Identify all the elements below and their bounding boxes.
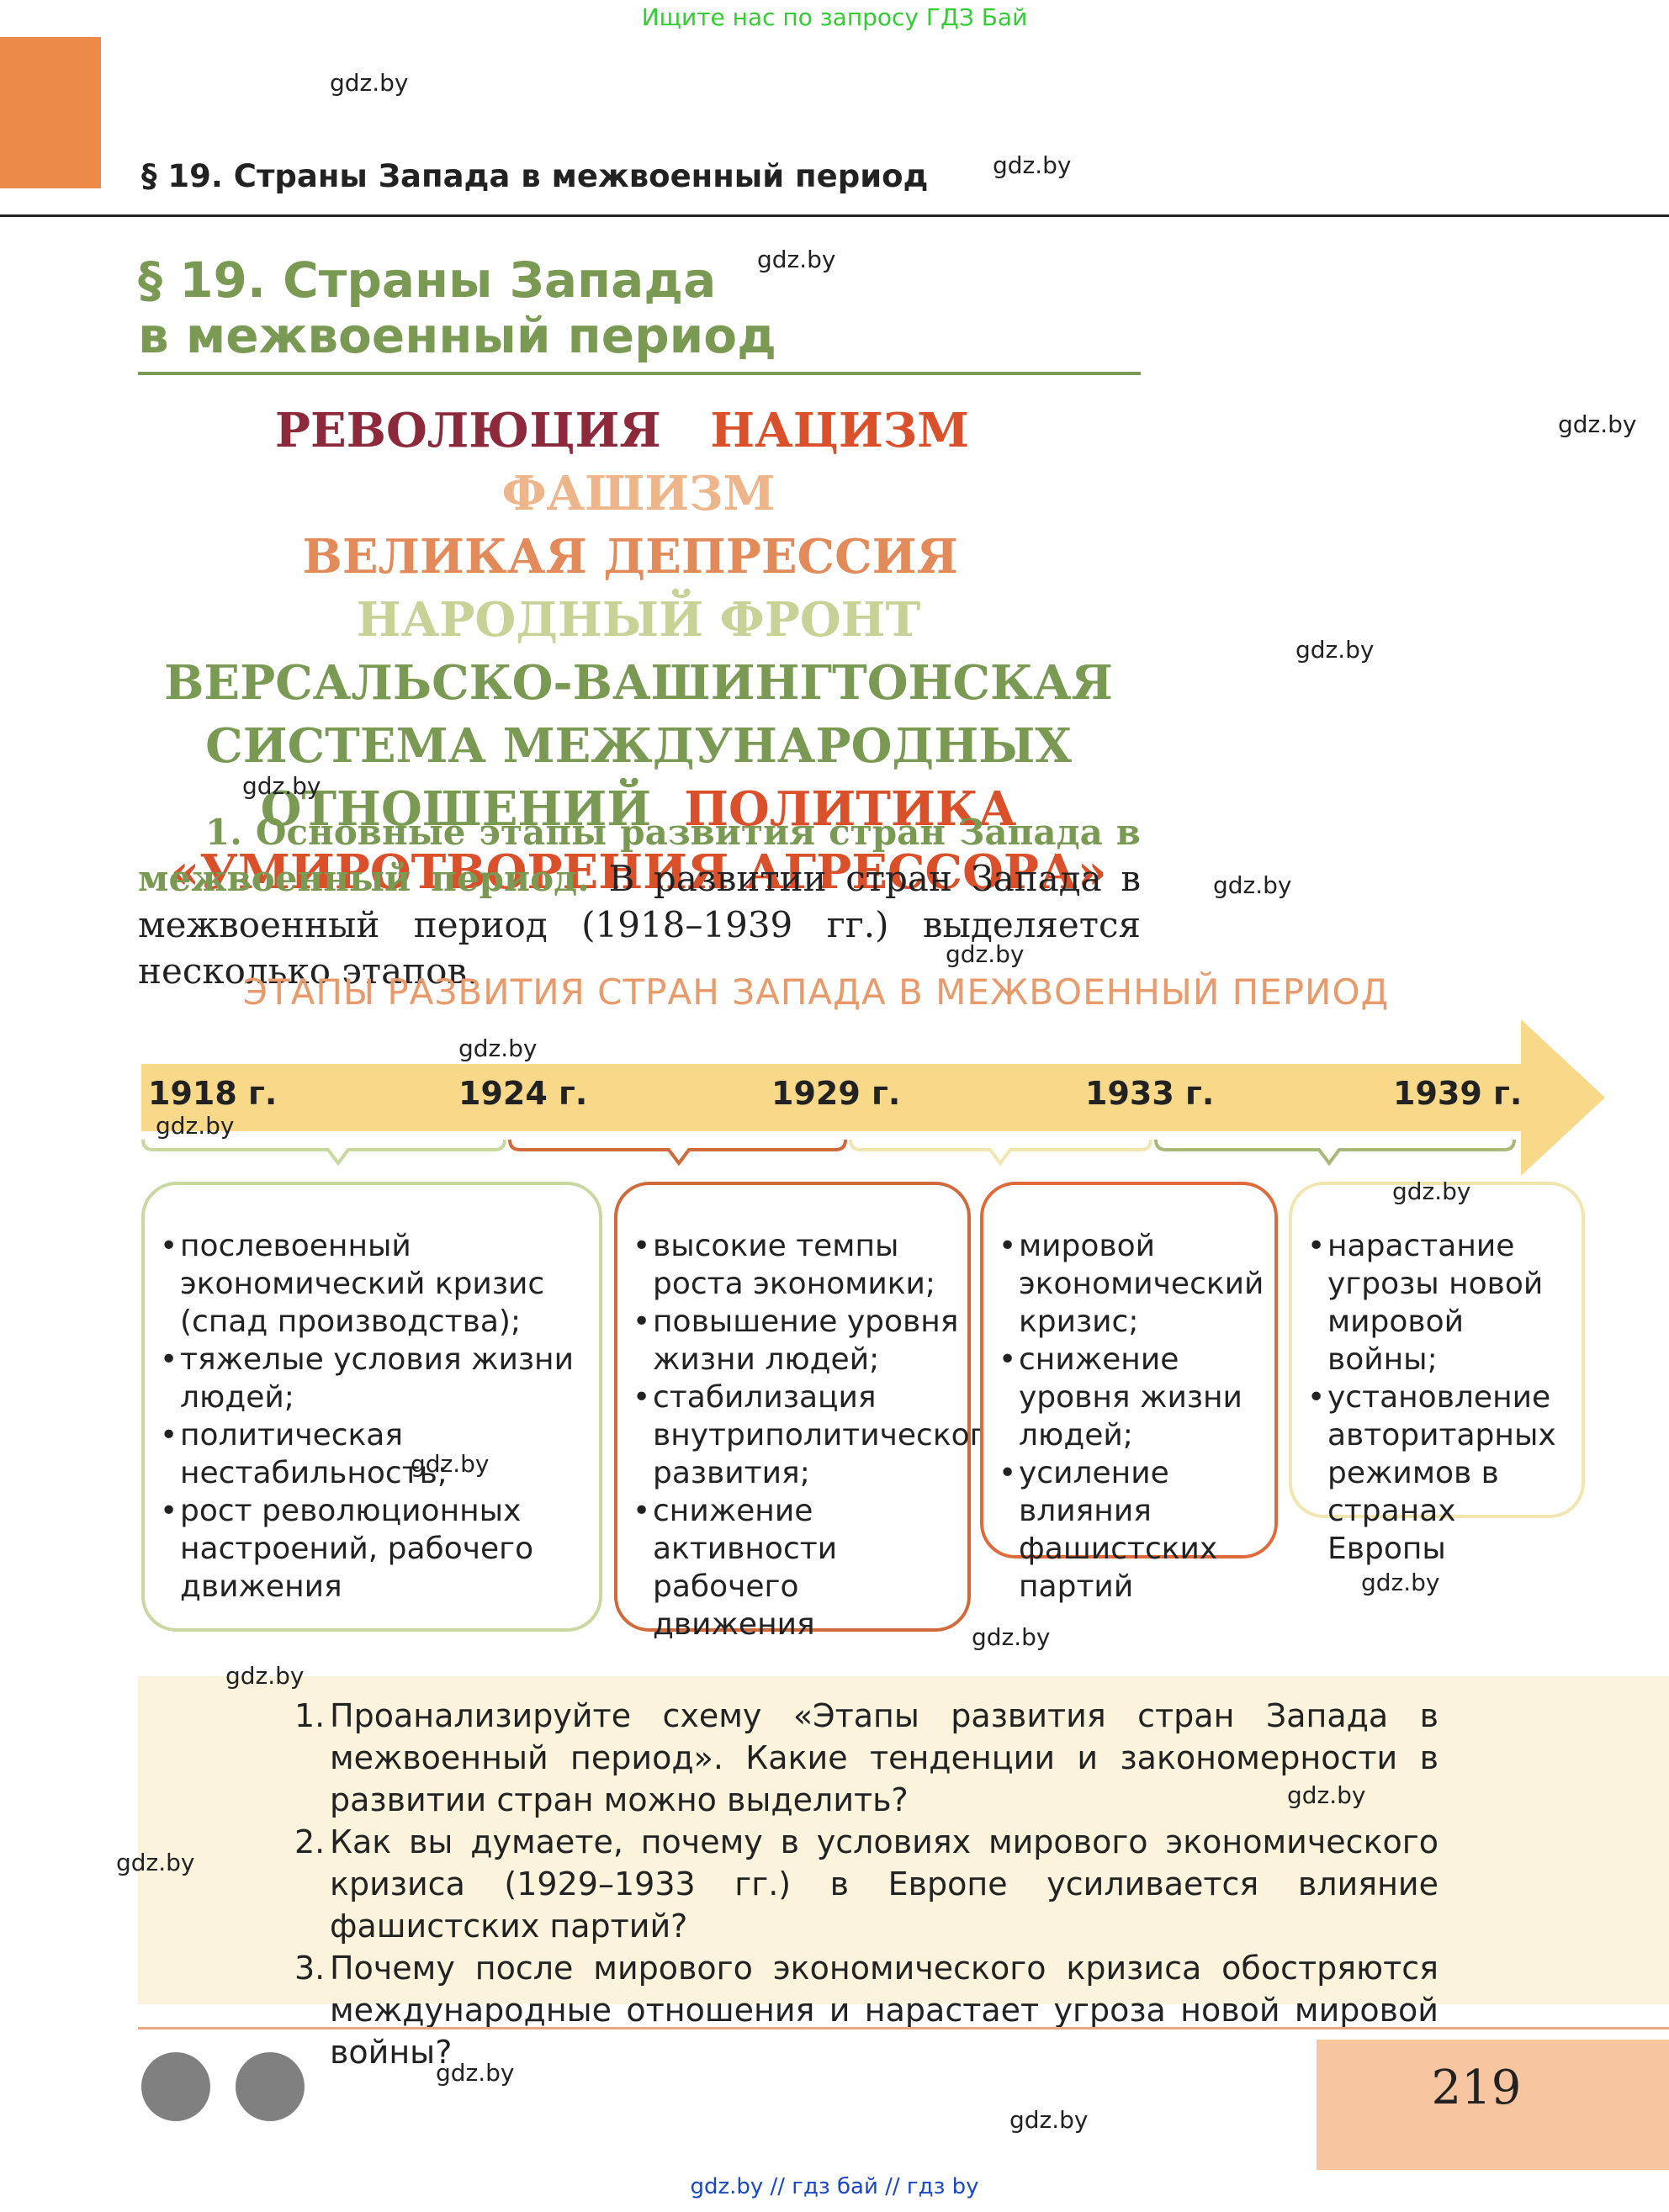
watermark: gdz.by [411,1450,490,1478]
watermark: gdz.by [1392,1177,1471,1205]
question-text: Как вы думаете, почему в условиях мирово… [330,1823,1439,1945]
brace-1933-1939 [1154,1139,1516,1167]
stage-item: рост революционных настроений, рабочего … [153,1492,591,1606]
watermark: gdz.by [1295,636,1375,664]
header-rule [0,214,1669,217]
stage-item: повышение уровня жизни людей; [626,1303,959,1379]
watermark: gdz.by [330,69,409,97]
question-number: 2. [294,1823,326,1860]
question-item: 1.Проанализируйте схему «Этапы развития … [294,1695,1439,1821]
stage-item: снижение уровня жизни людей; [992,1341,1266,1454]
watermark: gdz.by [993,151,1072,179]
stage-box-1918-1924: послевоенный экономический кризис (спад … [141,1182,602,1632]
brace-1924-1929 [508,1139,847,1167]
stage-item: политическая нестабильность; [153,1416,591,1492]
paragraph-lead: 1. Основные этапы развития стран Запада … [138,812,1141,899]
question-text: Почему после мирового экономического кри… [330,1950,1439,2071]
keyword-popular-front: НАРОДНЫЙ ФРОНТ [356,592,921,648]
stage-item: установление авторитарных режимов в стра… [1301,1379,1573,1568]
watermark: gdz.by [225,1662,305,1690]
watermark: gdz.by [156,1112,235,1140]
keyword-revolution: РЕВОЛЮЦИЯ [274,403,661,458]
stage-item: высокие темпы роста экономики; [626,1227,959,1303]
title-rule [138,372,1141,375]
keyword-depression: ВЕЛИКАЯ ДЕПРЕССИЯ [302,529,958,585]
keyword-fascism: ФАШИЗМ [501,466,776,521]
watermark: gdz.by [1558,410,1637,438]
footer-rule [138,2027,1669,2029]
brace-1929-1933 [849,1139,1152,1167]
stage-item: снижение активности рабочего движения [626,1492,959,1643]
bottom-links[interactable]: gdz.by // гдз бай // гдз by [690,2174,979,2199]
corner-color-block [0,37,101,188]
stage-item: усиление влияния фашистских партий [992,1454,1266,1606]
watermark: gdz.by [1287,1781,1366,1809]
stage-box-1933-1939: нарастание угрозы новой мировой войны; у… [1289,1182,1585,1566]
timeline-arrow-bar [141,1064,1523,1131]
scheme-title: ЭТАПЫ РАЗВИТИЯ СТРАН ЗАПАДА В МЕЖВОЕННЫЙ… [242,971,1390,1013]
period-braces [141,1139,1516,1167]
watermark: gdz.by [1213,871,1292,899]
top-banner: Ищите нас по запросу ГДЗ Бай [641,3,1028,31]
brace-1918-1924 [141,1139,506,1167]
stage-item: тяжелые условия жизни людей; [153,1341,591,1416]
stage-item: мировой экономический кризис; [992,1227,1266,1341]
page-number-block [1317,2040,1669,2170]
circle-marker-icon [141,2052,210,2121]
question-item: 3.Почему после мирового экономического к… [294,1947,1439,2073]
stage-item: послевоенный экономический кризис (спад … [153,1227,591,1341]
intro-paragraph: 1. Основные этапы развития стран Запада … [138,809,1141,994]
watermark: gdz.by [1361,1569,1440,1596]
keyword-versailles-line1: ВЕРСАЛЬСКО-ВАШИНГТОНСКАЯ [164,655,1113,711]
stage-box-1924-1929: высокие темпы роста экономики; повышение… [614,1182,1004,1642]
question-text: Проанализируйте схему «Этапы развития ст… [330,1697,1439,1818]
watermark: gdz.by [757,246,836,273]
section-title-line2: в межвоенный период [138,307,776,364]
question-number: 3. [294,1950,326,1987]
keyword-appeasement: «УМИРОТВОРЕНИЯ АГРЕССОРА» [170,844,1107,900]
paragraph-body: В развитии стран Запада в межвоенный пер… [138,858,1141,992]
stage-box-1929-1933: мировой экономический кризис; снижение у… [980,1182,1278,1604]
section-title: § 19. Страны Запада в межвоенный период [138,252,776,363]
watermark: gdz.by [972,1623,1051,1651]
timeline-year: 1939 г. [1393,1075,1523,1112]
section-title-line1: § 19. Страны Запада [138,251,717,309]
page-number: 219 [1431,2061,1522,2115]
watermark: gdz.by [1009,2106,1089,2134]
watermark: gdz.by [242,772,321,800]
watermark: gdz.by [458,1035,538,1062]
keyword-versailles-line3: ОТНОШЕНИЙ [260,781,652,837]
questions-list: 1.Проанализируйте схему «Этапы развития … [294,1695,1439,2073]
stage-item: стабилизация внутриполитического развити… [626,1379,1004,1492]
questions-panel [138,1676,1669,2004]
keyword-versailles-line2: СИСТЕМА МЕЖДУНАРОДНЫХ [205,718,1072,774]
keywords-block: РЕВОЛЮЦИЯ НАЦИЗМ ФАШИЗМ ВЕЛИКАЯ ДЕПРЕССИ… [138,400,1139,904]
timeline-year: 1924 г. [458,1075,588,1112]
timeline-arrow-head [1521,1019,1605,1176]
keyword-nazism: НАЦИЗМ [710,403,970,458]
timeline-year: 1933 г. [1085,1075,1215,1112]
running-header: § 19. Страны Запада в межвоенный период [141,158,929,194]
keyword-policy: ПОЛИТИКА [684,781,1017,837]
watermark: gdz.by [116,1849,195,1876]
timeline-year: 1929 г. [771,1075,901,1112]
timeline-year: 1918 г. [148,1075,278,1112]
question-item: 2.Как вы думаете, почему в условиях миро… [294,1821,1439,1947]
watermark: gdz.by [436,2059,515,2087]
stage-item: нарастание угрозы новой мировой войны; [1301,1227,1573,1379]
watermark: gdz.by [946,940,1025,968]
circle-marker-icon [236,2052,305,2121]
question-number: 1. [294,1697,326,1734]
